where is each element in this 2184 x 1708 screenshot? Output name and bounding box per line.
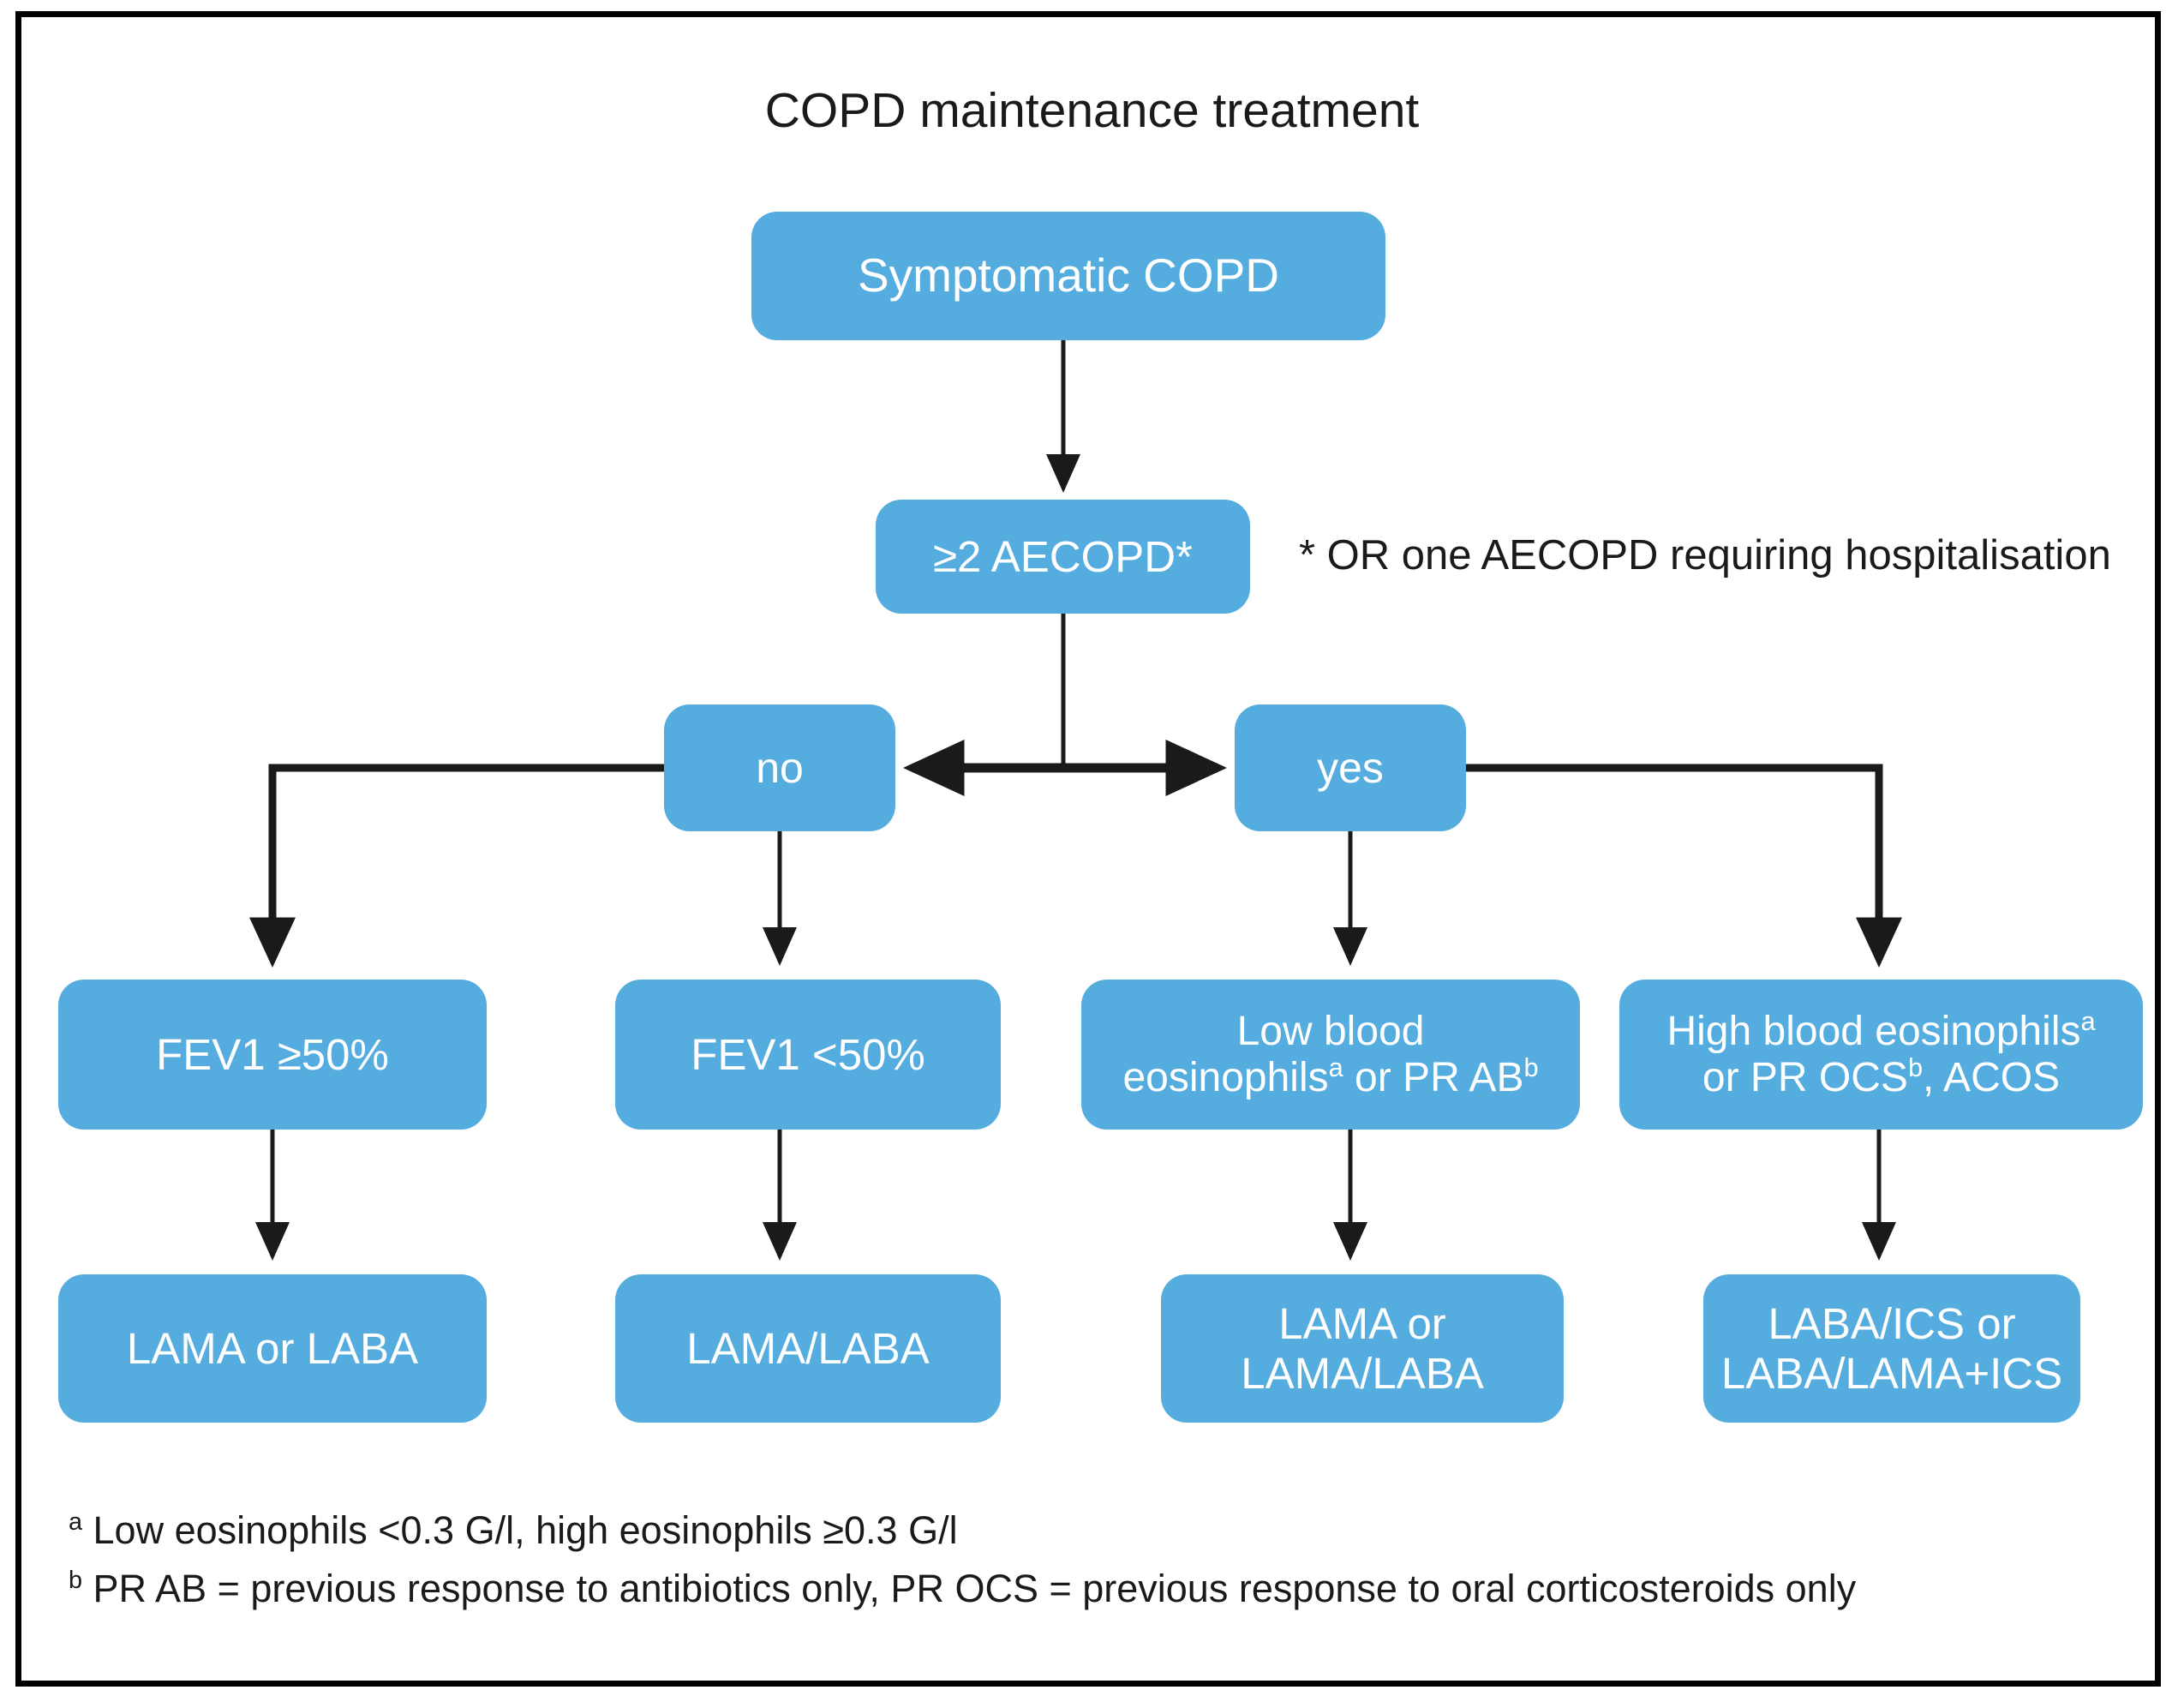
node-lama-or-lama-laba[interactable]: LAMA or LAMA/LABA <box>1161 1274 1564 1423</box>
node-fev1-lt-50[interactable]: FEV1 <50% <box>615 980 1001 1130</box>
node-lama-laba[interactable]: LAMA/LABA <box>615 1274 1001 1423</box>
node-no-label: no <box>756 744 804 792</box>
node-lama-or-laba[interactable]: LAMA or LABA <box>58 1274 487 1423</box>
node-fev1-ge-50-label: FEV1 ≥50% <box>156 1029 389 1079</box>
node-laba-ics-label: LABA/ICS or LABA/LAMA+ICS <box>1712 1299 2072 1397</box>
node-fev1-ge-50[interactable]: FEV1 ≥50% <box>58 980 487 1130</box>
low-eos-sup-b: b <box>1523 1052 1539 1082</box>
node-fev1-lt-50-text: FEV1 <50% <box>691 1029 925 1079</box>
figure-border <box>15 11 2161 1687</box>
footnote-b: b PR AB = previous response to antibioti… <box>69 1567 1856 1611</box>
footnote-b-marker: b <box>69 1567 83 1594</box>
footnote-a: a Low eosinophils <0.3 G/l, high eosinop… <box>69 1508 958 1553</box>
node-laba-ics[interactable]: LABA/ICS or LABA/LAMA+ICS <box>1703 1274 2080 1423</box>
star-footnote: * OR one AECOPD requiring hospitalisatio… <box>1299 532 2111 578</box>
low-eos-line2-mid: or PR AB <box>1343 1054 1524 1100</box>
node-yes[interactable]: yes <box>1235 704 1466 831</box>
labaics-line1: LABA/ICS or <box>1768 1299 2016 1349</box>
node-high-blood-eosinophils-label: High blood eosinophilsa or PR OCSb, ACOS <box>1628 1005 2134 1101</box>
footnote-a-marker: a <box>69 1508 83 1536</box>
low-eos-line1: Low blood <box>1236 1008 1425 1054</box>
node-high-blood-eosinophils[interactable]: High blood eosinophilsa or PR OCSb, ACOS <box>1619 980 2143 1130</box>
labaics-line2: LABA/LAMA+ICS <box>1720 1348 2063 1398</box>
figure-title: COPD maintenance treatment <box>764 83 1420 138</box>
node-low-blood-eosinophils[interactable]: Low blood eosinophilsa or PR ABb <box>1081 980 1580 1130</box>
node-aecopd-threshold-label: ≥2 AECOPD* <box>933 531 1193 581</box>
node-lama-or-lama-laba-label: LAMA or LAMA/LABA <box>1170 1299 1555 1397</box>
node-yes-label: yes <box>1317 744 1384 792</box>
node-lama-laba-label: LAMA/LABA <box>686 1323 930 1373</box>
lama-or-lamalaba-line1: LAMA or <box>1278 1299 1446 1349</box>
node-aecopd-threshold[interactable]: ≥2 AECOPD* <box>876 500 1250 614</box>
high-eos-line2-post: , ACOS <box>1923 1054 2061 1100</box>
node-no[interactable]: no <box>664 704 895 831</box>
high-eos-sup-b: b <box>1907 1052 1924 1082</box>
footnote-b-text: PR AB = previous response to antibiotics… <box>82 1567 1857 1610</box>
lama-or-lamalaba-line2: LAMA/LABA <box>1241 1348 1484 1398</box>
node-low-blood-eosinophils-label: Low blood eosinophilsa or PR ABb <box>1090 1009 1571 1101</box>
node-symptomatic-copd-label: Symptomatic COPD <box>857 249 1280 303</box>
node-fev1-lt-50-label: FEV1 <50% <box>624 1030 992 1079</box>
high-eos-line1-pre: High blood eosinophils <box>1666 1008 2081 1054</box>
low-eos-line2-pre: eosinophils <box>1122 1054 1329 1100</box>
footnote-a-text: Low eosinophils <0.3 G/l, high eosinophi… <box>82 1508 958 1552</box>
high-eos-line2-pre: or PR OCS <box>1702 1054 1908 1100</box>
high-eos-sup-a: a <box>2080 1005 2096 1036</box>
node-lama-or-laba-label: LAMA or LABA <box>126 1323 419 1373</box>
node-symptomatic-copd[interactable]: Symptomatic COPD <box>751 212 1385 340</box>
low-eos-sup-a: a <box>1328 1052 1343 1082</box>
